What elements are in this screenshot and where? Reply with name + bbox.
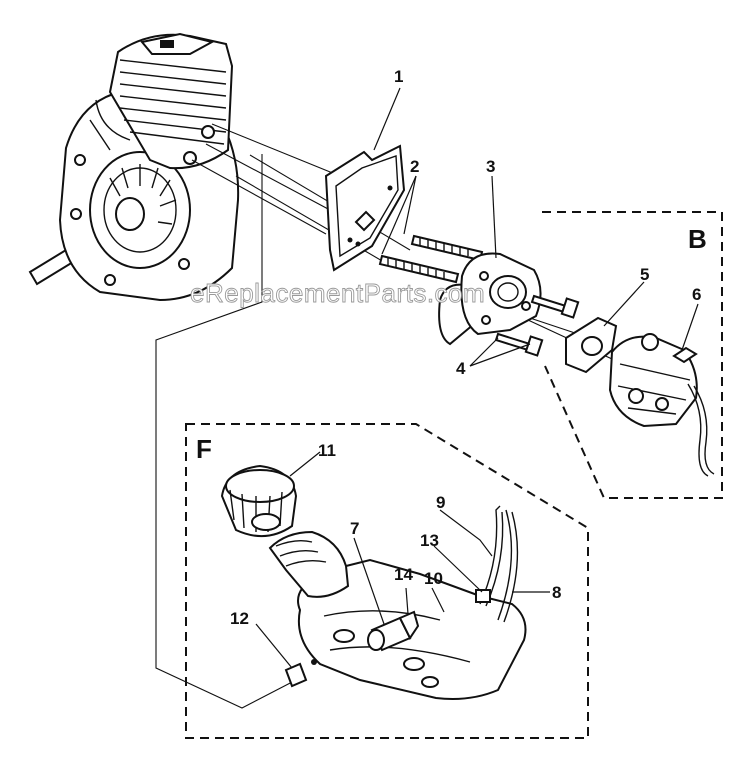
callout-11: 11 bbox=[318, 441, 336, 460]
fuel-filter bbox=[367, 610, 420, 652]
callout-9: 9 bbox=[436, 493, 445, 512]
carburetor bbox=[608, 333, 715, 477]
callout-10: 10 bbox=[424, 569, 443, 588]
fuel-cap bbox=[220, 464, 298, 537]
callout-3: 3 bbox=[486, 157, 495, 176]
vent bbox=[284, 659, 317, 688]
clip bbox=[672, 346, 698, 364]
callout-14: 14 bbox=[394, 565, 413, 584]
carburetor-gasket bbox=[565, 316, 618, 374]
callout-1: 1 bbox=[394, 67, 403, 86]
leader-lines bbox=[255, 87, 699, 669]
gasket bbox=[324, 144, 406, 272]
grommet bbox=[475, 589, 491, 603]
callout-13: 13 bbox=[420, 531, 439, 550]
insulator-block bbox=[438, 252, 542, 346]
section-label-f: F bbox=[196, 434, 212, 464]
callout-4: 4 bbox=[456, 359, 466, 378]
section-label-b: B bbox=[688, 224, 707, 254]
screws bbox=[494, 294, 580, 357]
callout-12: 12 bbox=[230, 609, 249, 628]
section-b-boundary bbox=[542, 211, 723, 499]
callout-7: 7 bbox=[350, 519, 359, 538]
callout-5: 5 bbox=[640, 265, 649, 284]
fuel-tank bbox=[268, 530, 527, 700]
callout-6: 6 bbox=[692, 285, 701, 304]
watermark: eReplacementParts.com bbox=[190, 278, 485, 308]
section-f-boundary bbox=[185, 423, 589, 739]
engine-block bbox=[28, 32, 240, 302]
callout-8: 8 bbox=[552, 583, 561, 602]
callout-2: 2 bbox=[410, 157, 419, 176]
